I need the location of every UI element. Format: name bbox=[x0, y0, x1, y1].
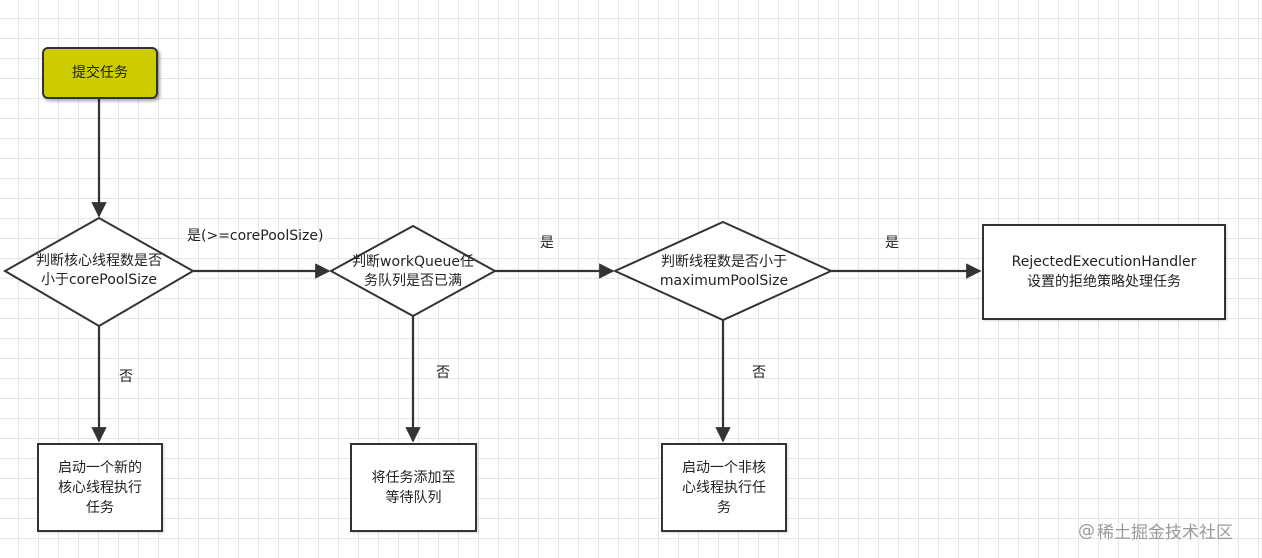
watermark: @ 稀土掘金技术社区 bbox=[1078, 518, 1233, 544]
core-pool-check-text: 判断核心线程数是否 小于corePoolSize bbox=[20, 250, 178, 292]
edge-label-yes-core: 是(>=corePoolSize) bbox=[187, 228, 324, 244]
rejected-handler-line1: RejectedExecutionHandler bbox=[1011, 254, 1197, 270]
submit-task-node: 提交任务 bbox=[42, 47, 158, 99]
max-pool-check-line2: maximumPoolSize bbox=[659, 273, 789, 289]
at-icon: @ bbox=[1078, 520, 1095, 541]
start-core-thread-node: 启动一个新的 核心线程执行 任务 bbox=[37, 443, 163, 532]
start-non-core-thread-node: 启动一个非核 心线程执行任 务 bbox=[661, 443, 787, 532]
edge-label-no-max: 否 bbox=[752, 365, 766, 381]
start-non-core-thread-line2: 心线程执行任 bbox=[682, 479, 766, 496]
edge-label-no-core: 否 bbox=[119, 369, 133, 385]
queue-full-check-line2: 务队列是否已满 bbox=[364, 273, 462, 289]
rejected-handler-line2: 设置的拒绝策略处理任务 bbox=[1026, 274, 1181, 290]
max-pool-check-line1: 判断线程数是否小于 bbox=[661, 254, 787, 270]
edge-label-yes-queue: 是 bbox=[540, 235, 554, 251]
rejected-handler-node: RejectedExecutionHandler 设置的拒绝策略处理任务 bbox=[982, 224, 1226, 320]
start-core-thread-line1: 启动一个新的 bbox=[58, 459, 142, 476]
queue-full-check-text: 判断workQueue任 务队列是否已满 bbox=[336, 252, 490, 292]
start-core-thread-line2: 核心线程执行 bbox=[58, 479, 142, 496]
add-to-queue-line2: 等待队列 bbox=[385, 489, 442, 506]
max-pool-check-text: 判断线程数是否小于 maximumPoolSize bbox=[638, 252, 810, 292]
start-non-core-thread-line1: 启动一个非核 bbox=[682, 459, 766, 476]
start-core-thread-line3: 任务 bbox=[86, 499, 114, 516]
edge-label-no-queue: 否 bbox=[436, 365, 450, 381]
start-non-core-thread-line3: 务 bbox=[717, 499, 731, 516]
add-to-queue-line1: 将任务添加至 bbox=[371, 469, 456, 486]
core-pool-check-line1: 判断核心线程数是否 bbox=[36, 253, 162, 269]
add-to-queue-node: 将任务添加至 等待队列 bbox=[350, 443, 477, 532]
submit-task-label: 提交任务 bbox=[72, 65, 128, 81]
edge-label-yes-max: 是 bbox=[885, 235, 899, 251]
core-pool-check-line2: 小于corePoolSize bbox=[40, 272, 158, 288]
queue-full-check-line1: 判断workQueue任 bbox=[352, 254, 474, 270]
watermark-text: 稀土掘金技术社区 bbox=[1097, 523, 1233, 543]
